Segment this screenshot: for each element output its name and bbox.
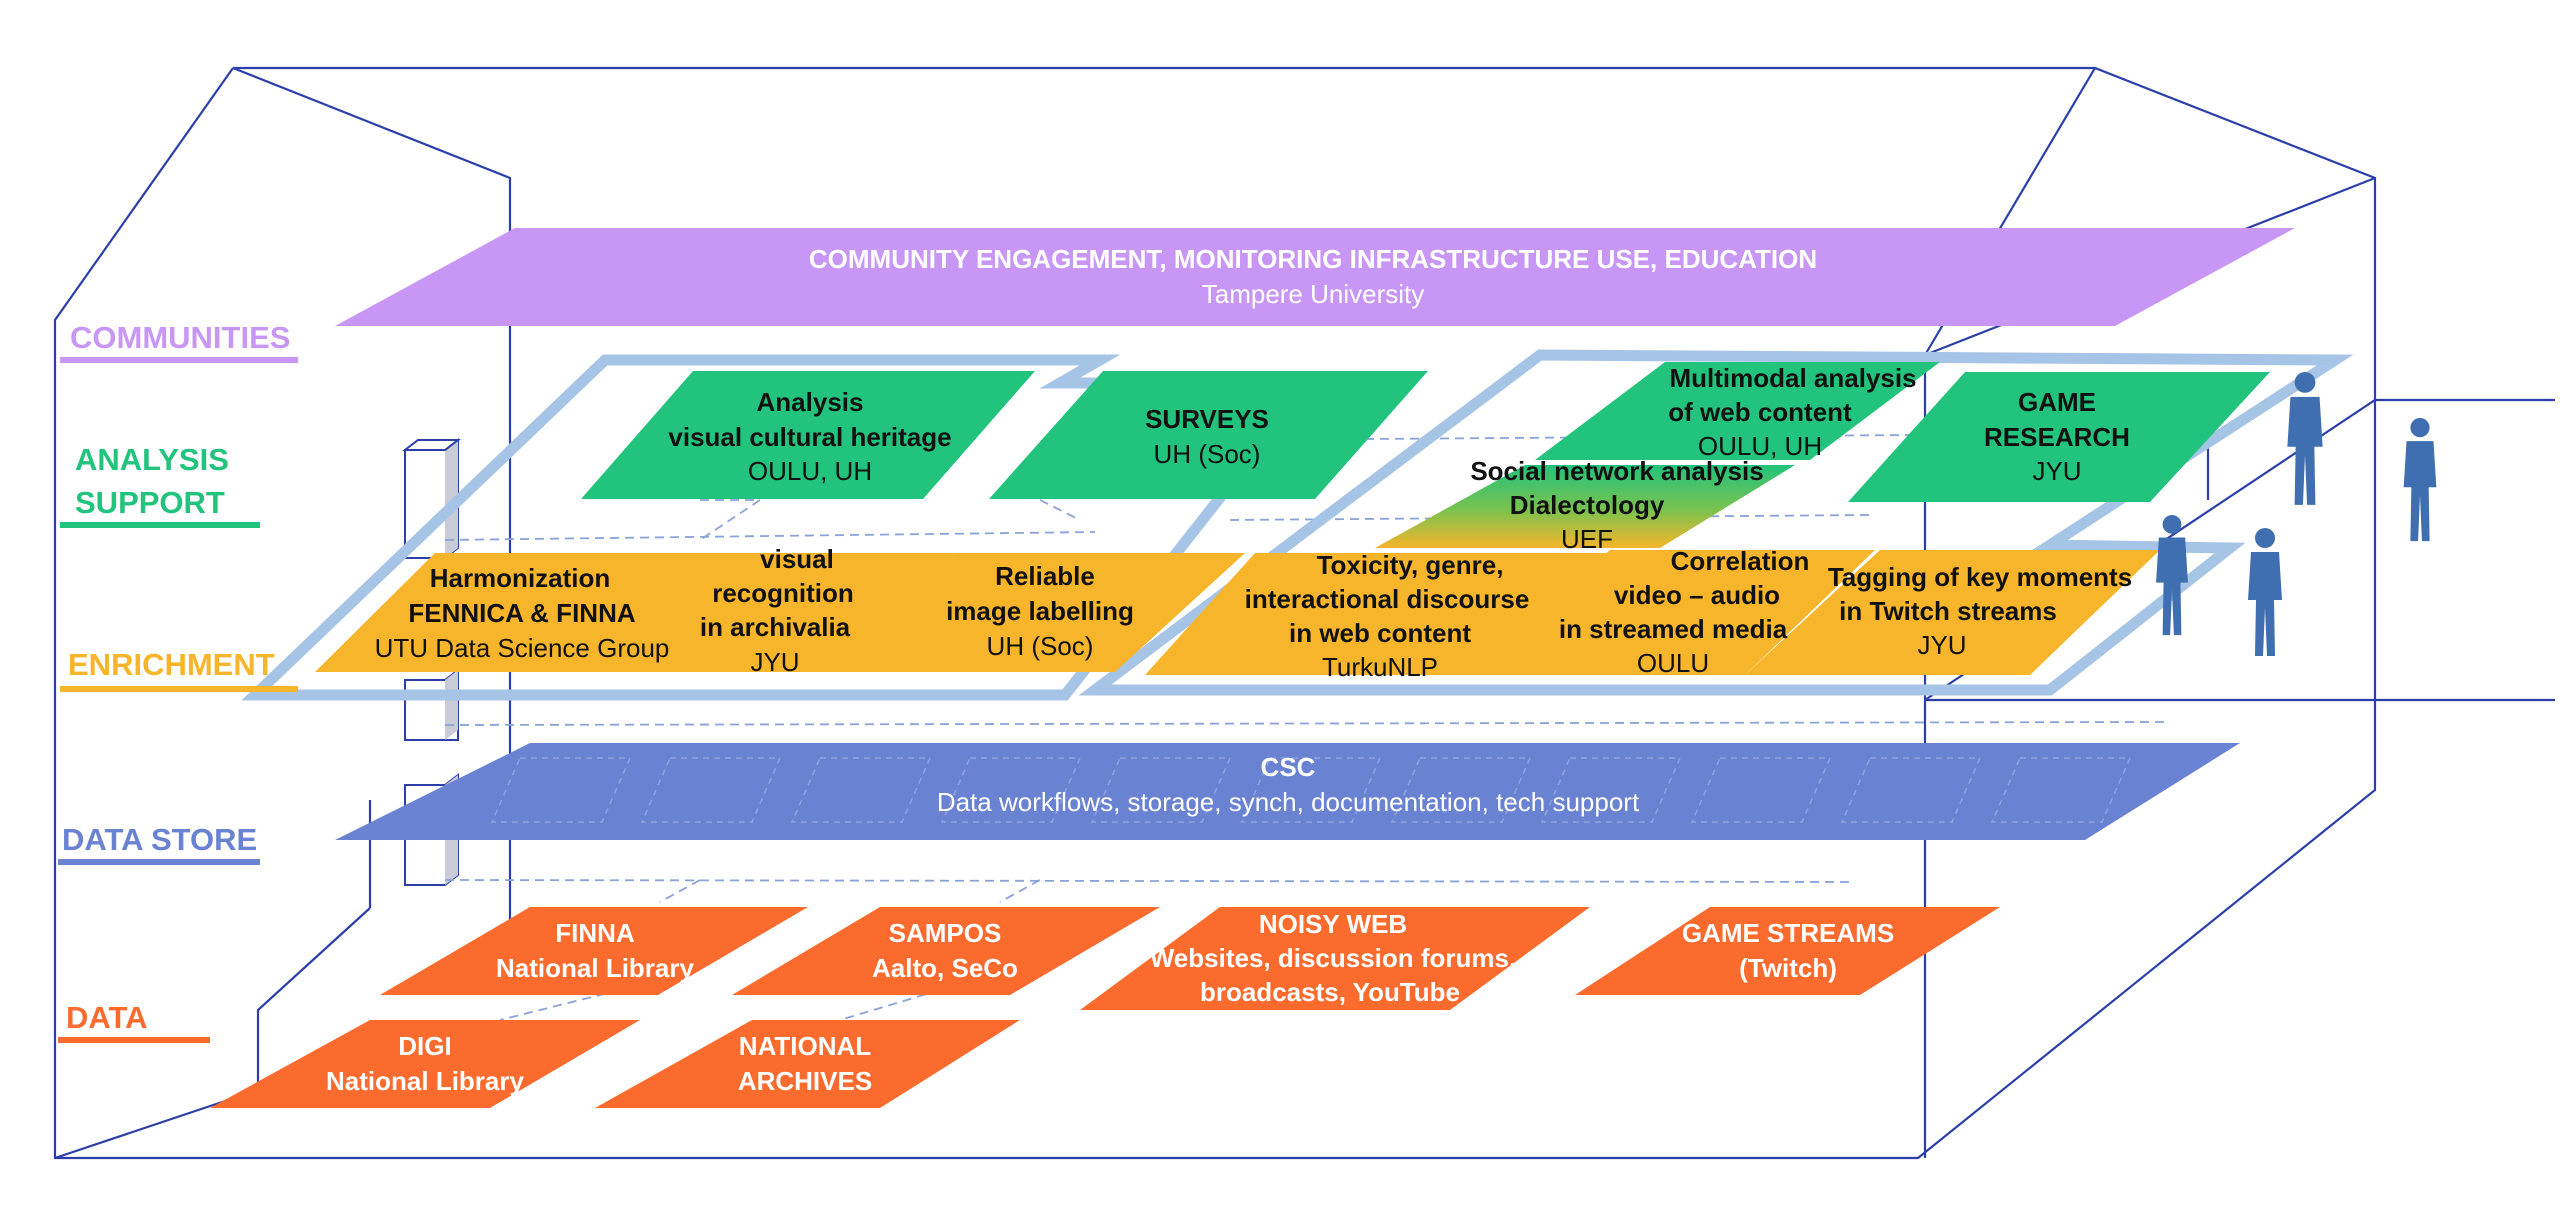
data-store-tile <box>640 757 782 823</box>
enrichment-labelling-org: UH (Soc) <box>987 631 1094 661</box>
enrichment-visual-recognition-org: JYU <box>750 647 799 677</box>
data-sampos-line1: SAMPOS <box>889 918 1002 948</box>
data-noisy-web-line2: Websites, discussion forums, <box>1150 943 1517 973</box>
data-store-tile <box>1690 757 1832 823</box>
enrichment-tagging-box <box>1745 550 2160 675</box>
person-silhouette <box>2156 515 2188 636</box>
data-finna-line2: National Library <box>496 953 694 983</box>
right-frame <box>1078 349 2354 696</box>
people-silhouettes <box>2156 372 2437 656</box>
analysis-multimodal-org: OULU, UH <box>1698 431 1822 461</box>
enrichment-labelling-line1: Reliable <box>995 561 1095 591</box>
enrichment-visual-recognition-box <box>595 553 955 672</box>
data-store-tile <box>1540 757 1682 823</box>
enrichment-toxicity-line3: in web content <box>1289 618 1471 648</box>
data-store-plane <box>335 743 2240 840</box>
enrichment-harmonization-line2: FENNICA & FINNA <box>408 598 635 628</box>
analysis-social-line1: Social network analysis <box>1470 456 1763 486</box>
enrichment-toxicity-box <box>1145 553 1620 675</box>
analysis-game-line1: GAME <box>2018 387 2096 417</box>
data-store-tile <box>940 757 1082 823</box>
data-digi-line1: DIGI <box>398 1031 451 1061</box>
enrichment-tagging-line2: in Twitch streams <box>1839 596 2057 626</box>
data-store-title: CSC <box>1261 752 1316 782</box>
enrichment-labelling-box <box>825 553 1245 672</box>
enrichment-correlation-line3: in streamed media <box>1559 614 1788 644</box>
enrichment-harmonization-org: UTU Data Science Group <box>375 633 670 663</box>
analysis-surveys-box <box>989 371 1428 499</box>
data-noisy-web-line3: broadcasts, YouTube <box>1200 977 1460 1007</box>
label-data: DATA <box>66 1000 148 1035</box>
enrichment-visual-recognition-line1: visual <box>760 544 834 574</box>
analysis-visual-line1: Analysis <box>757 387 864 417</box>
label-analysis-2: SUPPORT <box>75 485 225 520</box>
data-game-streams-line1: GAME STREAMS <box>1682 918 1894 948</box>
data-store-tiles <box>490 757 2132 823</box>
analysis-game-org: JYU <box>2032 456 2081 486</box>
person-silhouette <box>2403 418 2437 542</box>
analysis-visual-box <box>581 371 1035 499</box>
analysis-multimodal-line1: Multimodal analysis <box>1669 363 1916 393</box>
data-store-tile <box>1090 757 1232 823</box>
data-national-archives-line1: NATIONAL <box>739 1031 872 1061</box>
data-sampos-line2: Aalto, SeCo <box>872 953 1018 983</box>
data-store-tile <box>1390 757 1532 823</box>
data-finna-line1: FINNA <box>555 918 635 948</box>
label-communities: COMMUNITIES <box>70 320 290 355</box>
data-store-tile <box>490 757 632 823</box>
enrichment-visual-recognition-line2: recognition <box>712 578 854 608</box>
data-noisy-web-box <box>1080 907 1590 1010</box>
analysis-surveys-org: UH (Soc) <box>1154 439 1261 469</box>
data-national-archives-line2: ARCHIVES <box>738 1066 872 1096</box>
data-finna-box <box>380 907 808 995</box>
communities-org: Tampere University <box>1202 279 1425 309</box>
enrichment-toxicity-line2: interactional discourse <box>1245 584 1530 614</box>
label-data-store: DATA STORE <box>62 822 257 857</box>
analysis-social-org: UEF <box>1561 524 1613 554</box>
data-store-tile <box>1840 757 1982 823</box>
data-national-archives-box <box>595 1020 1020 1108</box>
data-store-subtitle: Data workflows, storage, synch, document… <box>937 787 1640 817</box>
data-game-streams-box <box>1575 907 2000 995</box>
communities-title: COMMUNITY ENGAGEMENT, MONITORING INFRAST… <box>809 244 1817 274</box>
enrichment-correlation-line1: Correlation <box>1671 546 1810 576</box>
analysis-surveys-line1: SURVEYS <box>1145 404 1269 434</box>
data-game-streams-line2: (Twitch) <box>1739 953 1837 983</box>
enrichment-harmonization-line1: Harmonization <box>430 563 611 593</box>
enrichment-toxicity-line1: Toxicity, genre, <box>1317 550 1504 580</box>
data-digi-line2: National Library <box>326 1066 524 1096</box>
data-store-tile <box>790 757 932 823</box>
data-store-tile <box>1990 757 2132 823</box>
analysis-game-box <box>1848 372 2270 502</box>
enrichment-correlation-box <box>1470 550 1875 675</box>
analysis-social-line2: Dialectology <box>1510 490 1665 520</box>
data-digi-box <box>210 1020 640 1108</box>
layer-labels: COMMUNITIES ANALYSIS SUPPORT ENRICHMENT … <box>58 320 298 1043</box>
analysis-multimodal-box <box>1535 362 1940 460</box>
analysis-visual-org: OULU, UH <box>748 456 872 486</box>
enrichment-correlation-org: OULU <box>1637 648 1709 678</box>
person-silhouette <box>2287 372 2323 505</box>
analysis-social-box <box>1375 465 1795 548</box>
analysis-game-line2: RESEARCH <box>1984 422 2130 452</box>
enrichment-tagging-org: JYU <box>1917 630 1966 660</box>
enrichment-correlation-line2: video – audio <box>1614 580 1780 610</box>
data-store-tile <box>1240 757 1382 823</box>
analysis-visual-line2: visual cultural heritage <box>668 422 951 452</box>
communities-plane <box>335 228 2295 326</box>
analysis-multimodal-line2: of web content <box>1668 397 1852 427</box>
data-sampos-box <box>732 907 1160 995</box>
person-silhouette <box>2248 528 2282 656</box>
enrichment-visual-recognition-line3: in archivalia <box>700 612 851 642</box>
enrichment-labelling-line2: image labelling <box>946 596 1134 626</box>
label-analysis-1: ANALYSIS <box>75 442 229 477</box>
data-noisy-web-line1: NOISY WEB <box>1259 909 1407 939</box>
enrichment-toxicity-org: TurkuNLP <box>1322 652 1438 682</box>
enrichment-tagging-line1: Tagging of key moments <box>1828 562 2132 592</box>
label-enrichment: ENRICHMENT <box>68 647 275 682</box>
